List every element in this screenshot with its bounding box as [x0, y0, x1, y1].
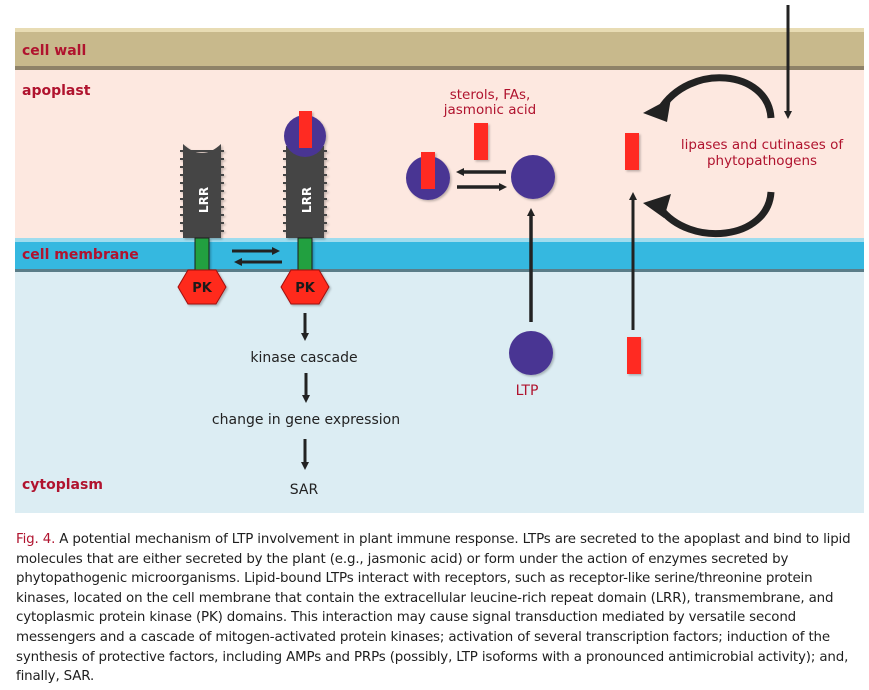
transmembrane-domain [194, 237, 210, 271]
lrr-label: LRR [300, 187, 314, 213]
cell-wall-band [15, 28, 864, 70]
pk-label: PK [295, 281, 316, 296]
ltp-immune-diagram: cell wall apoplast cell membrane cytopla… [15, 5, 864, 513]
ltp-label: LTP [516, 383, 539, 399]
cell-membrane-band [15, 238, 864, 272]
cascade-step-kinase: kinase cascade [250, 350, 357, 366]
enzyme-label-line1: lipases and cutinases of [681, 137, 844, 153]
free-lipid-bar [474, 123, 488, 160]
lipid-label-line2: jasmonic acid [443, 102, 537, 118]
cytoplasm-lipid-bar [627, 337, 641, 374]
pk-domain [280, 269, 330, 305]
apoplast-lipid-bar [625, 133, 639, 170]
caption-text: A potential mechanism of LTP involvement… [16, 532, 851, 685]
lipid-label-line1: sterols, FAs, [450, 87, 531, 103]
cell-membrane-label: cell membrane [22, 247, 139, 263]
pk-label: PK [192, 281, 213, 296]
figure-number: Fig. 4. [16, 532, 56, 547]
lipid-bar [421, 152, 435, 189]
apoplast-label: apoplast [22, 83, 91, 99]
cascade-step-gene-expression: change in gene expression [212, 412, 400, 428]
cytoplasm-label: cytoplasm [22, 477, 103, 493]
lipid-bar [299, 111, 312, 148]
lrr-label: LRR [197, 187, 211, 213]
receptor-bound [280, 111, 330, 305]
transmembrane-domain [297, 237, 313, 271]
apoplast-band [15, 70, 864, 238]
cell-wall-label: cell wall [22, 43, 86, 59]
enzyme-label-line2: phytopathogens [707, 153, 817, 169]
ltp-free-circle [511, 155, 555, 199]
ltp-cytoplasm-circle [509, 331, 553, 375]
receptor-unbound [177, 144, 227, 305]
arrowhead-bottom [643, 194, 671, 218]
pk-domain [177, 269, 227, 305]
arrowhead-top [643, 98, 671, 122]
enzyme-cycle-arrow-bottom [657, 191, 775, 238]
cascade-step-sar: SAR [290, 482, 319, 498]
cytoplasm-band [15, 272, 864, 513]
figure-caption: Fig. 4. A potential mechanism of LTP inv… [16, 530, 856, 687]
enzyme-cycle-arrow-top [657, 74, 775, 119]
